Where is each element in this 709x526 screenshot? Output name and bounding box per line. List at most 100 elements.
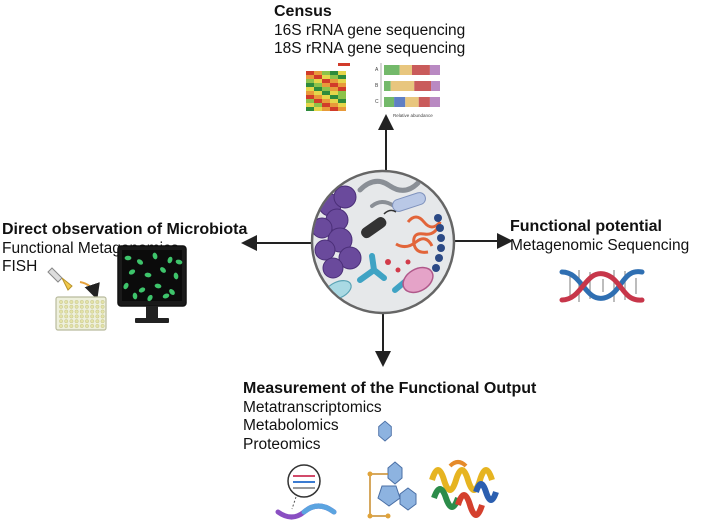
heatmap-cell	[322, 99, 330, 103]
plate-well	[69, 314, 74, 319]
heatmap-cell	[338, 87, 346, 91]
fish-cell	[132, 292, 138, 300]
plate-well	[69, 300, 74, 304]
plate-well	[79, 304, 84, 309]
functional-potential-text: Functional potential Metagenomic Sequenc…	[510, 217, 689, 255]
heatmap-cell	[306, 95, 314, 99]
plate-well	[69, 324, 74, 328]
plate-well	[85, 304, 89, 309]
bar-segment	[399, 65, 412, 75]
plate-well	[90, 314, 95, 319]
bar-label-b: B	[375, 83, 379, 89]
plate-well	[95, 314, 100, 319]
plate-well	[59, 314, 63, 319]
fish-cell	[169, 289, 175, 295]
plate-well	[95, 324, 100, 328]
heatmap-cell	[330, 79, 338, 83]
plate-well	[85, 324, 89, 328]
bar-segment	[394, 97, 406, 107]
heatmap-cell	[314, 95, 322, 99]
heatmap-cell	[338, 107, 346, 111]
dna-helix-icon	[559, 269, 645, 303]
heatmap-cell	[322, 91, 330, 95]
fish-cell	[173, 272, 179, 280]
fish-cell	[144, 272, 152, 278]
plate-well	[90, 304, 95, 309]
heatmap-cell	[330, 83, 338, 87]
plate-well	[95, 319, 100, 324]
heatmap-cell	[322, 79, 330, 83]
plate-well	[79, 309, 84, 314]
output-line-metatranscriptomics: Metatranscriptomics	[243, 398, 382, 416]
heatmap-cell	[338, 99, 346, 103]
heatmap-cell	[338, 79, 346, 83]
bar-segment	[431, 81, 440, 91]
heatmap-cell	[306, 91, 314, 95]
fish-cell	[147, 294, 153, 302]
plate-well	[90, 300, 95, 304]
heatmap-cell	[330, 71, 338, 75]
heatmap-cell	[330, 107, 338, 111]
heatmap-cell	[306, 71, 314, 75]
protein-structure-icon	[429, 460, 499, 518]
heatmap-cell	[314, 87, 322, 91]
output-line-proteomics: Proteomics	[243, 436, 321, 454]
bar-segment	[384, 97, 395, 107]
functional-output-title: Measurement of the Functional Output	[243, 380, 537, 397]
heatmap-cell	[338, 83, 346, 87]
heatmap-cell	[330, 75, 338, 79]
plate-well	[74, 319, 79, 324]
heatmap-cell	[330, 99, 338, 103]
functional-potential-line: Metagenomic Sequencing	[510, 236, 690, 254]
heatmap-cell	[314, 107, 322, 111]
heatmap-cell	[330, 91, 338, 95]
heatmap-cell	[338, 103, 346, 107]
plate-well	[79, 324, 84, 328]
plate-well	[69, 304, 74, 309]
heatmap-cell	[314, 91, 322, 95]
arrows	[241, 114, 513, 367]
plate-well	[90, 324, 95, 328]
bar-segment	[384, 81, 391, 91]
plate-well	[100, 300, 105, 304]
bar-segment	[429, 97, 440, 107]
plate-well	[90, 309, 95, 314]
plate-well	[95, 304, 100, 309]
plate-well	[100, 324, 105, 328]
fish-cell	[124, 255, 132, 261]
heatmap-cell	[330, 95, 338, 99]
heatmap-cell	[322, 71, 330, 75]
bar-segment	[414, 81, 432, 91]
functional-potential-title: Functional potential	[510, 218, 662, 235]
bar-axis-label: Relative abundance	[393, 113, 433, 118]
fish-cell	[128, 269, 136, 275]
heatmap-cell	[314, 71, 322, 75]
heatmap-cell	[306, 99, 314, 103]
heatmap-cell	[330, 103, 338, 107]
fish-cell	[175, 259, 183, 265]
heatmap-cell	[306, 107, 314, 111]
plate-well	[100, 314, 105, 319]
census-title: Census	[274, 3, 332, 20]
heatmap-cell	[322, 95, 330, 99]
pipette-tube-icon	[47, 267, 73, 291]
plate-well	[74, 309, 79, 314]
census-stacked-bar-chart: A B C Relative abundance	[375, 63, 440, 118]
fish-cell	[123, 282, 129, 290]
fish-cell	[136, 259, 144, 265]
fish-cell	[154, 283, 162, 289]
plate-well	[100, 319, 105, 324]
census-text: Census 16S rRNA gene sequencing 18S rRNA…	[274, 2, 465, 59]
direct-observation-text: Direct observation of Microbiota Functio…	[2, 220, 247, 277]
heatmap-cell	[338, 95, 346, 99]
plate-well	[85, 309, 89, 314]
plate-well	[64, 319, 69, 324]
bar-label-a: A	[375, 67, 379, 73]
fish-cell	[138, 287, 146, 293]
plate-well	[69, 319, 74, 324]
plate-well	[59, 324, 63, 328]
fish-cell	[167, 256, 173, 264]
plate-well	[100, 309, 105, 314]
functional-output-text: Measurement of the Functional Output Met…	[243, 379, 536, 455]
bar-segment	[384, 65, 400, 75]
